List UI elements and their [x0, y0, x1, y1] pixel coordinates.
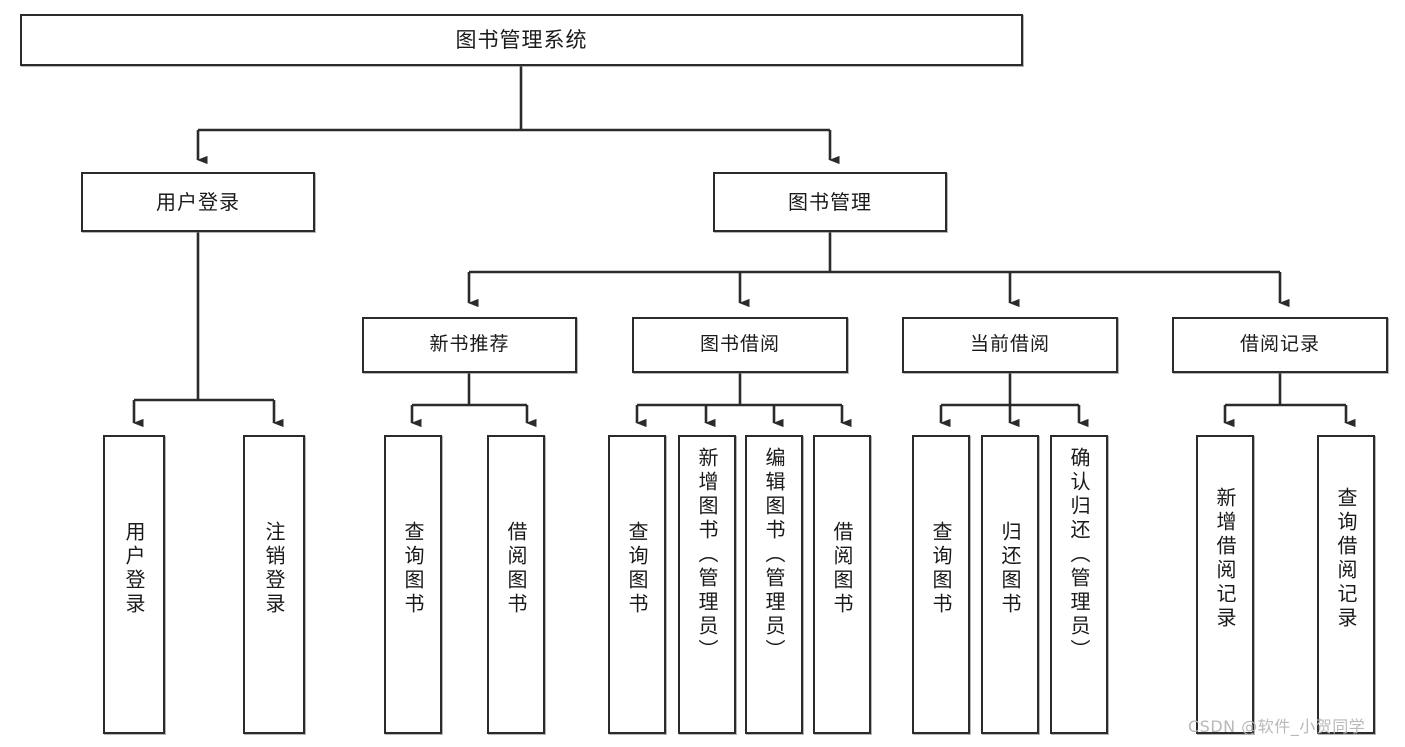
node-leaf-logout[interactable]: 注销登录 — [243, 435, 305, 734]
node-label: 用户登录 — [156, 189, 240, 214]
node-leaf-query-books-current[interactable]: 查询图书 — [912, 435, 970, 734]
node-label: 查询借阅记录 — [1334, 487, 1358, 631]
node-group-current-borrowing[interactable]: 当前借阅 — [902, 317, 1118, 373]
node-leaf-return-books[interactable]: 归还图书 — [981, 435, 1039, 734]
node-branch-book-management[interactable]: 图书管理 — [713, 172, 947, 232]
node-root-system[interactable]: 图书管理系统 — [20, 14, 1023, 66]
node-leaf-borrow-books[interactable]: 借阅图书 — [813, 435, 871, 734]
node-label: 图书借阅 — [699, 333, 780, 356]
node-group-book-borrowing[interactable]: 图书借阅 — [632, 317, 848, 373]
node-label: 借阅记录 — [1239, 333, 1320, 356]
watermark-text: CSDN @软件_小贺同学 — [1188, 717, 1366, 736]
node-label: 查询图书 — [401, 521, 425, 617]
node-leaf-add-book-admin[interactable]: 新增图书（管理员） — [678, 435, 736, 734]
node-label: 图书管理系统 — [455, 27, 588, 52]
node-leaf-confirm-return-admin[interactable]: 确认归还（管理员） — [1050, 435, 1108, 734]
node-label: 查询图书 — [625, 521, 649, 617]
node-leaf-query-books-borrow[interactable]: 查询图书 — [608, 435, 666, 734]
node-group-new-book-recommendation[interactable]: 新书推荐 — [362, 317, 577, 373]
node-label: 当前借阅 — [969, 333, 1050, 356]
node-label: 编辑图书（管理员） — [762, 447, 786, 663]
node-label: 用户登录 — [122, 521, 146, 617]
node-label: 图书管理 — [788, 189, 872, 214]
node-leaf-borrow-books-recommend[interactable]: 借阅图书 — [487, 435, 545, 734]
node-branch-user-login[interactable]: 用户登录 — [81, 172, 315, 232]
node-label: 查询图书 — [929, 521, 953, 617]
node-label: 新书推荐 — [429, 333, 510, 356]
node-label: 借阅图书 — [830, 521, 854, 617]
node-label: 新增借阅记录 — [1213, 487, 1237, 631]
node-label: 归还图书 — [998, 521, 1022, 617]
node-label: 确认归还（管理员） — [1067, 447, 1091, 663]
node-label: 注销登录 — [262, 521, 286, 617]
node-group-borrow-records[interactable]: 借阅记录 — [1172, 317, 1388, 373]
node-leaf-user-login[interactable]: 用户登录 — [103, 435, 165, 734]
node-label: 新增图书（管理员） — [695, 447, 719, 663]
node-leaf-query-borrow-record[interactable]: 查询借阅记录 — [1317, 435, 1375, 734]
node-leaf-add-borrow-record[interactable]: 新增借阅记录 — [1196, 435, 1254, 734]
node-label: 借阅图书 — [504, 521, 528, 617]
node-leaf-edit-book-admin[interactable]: 编辑图书（管理员） — [745, 435, 803, 734]
node-leaf-query-books-recommend[interactable]: 查询图书 — [384, 435, 442, 734]
